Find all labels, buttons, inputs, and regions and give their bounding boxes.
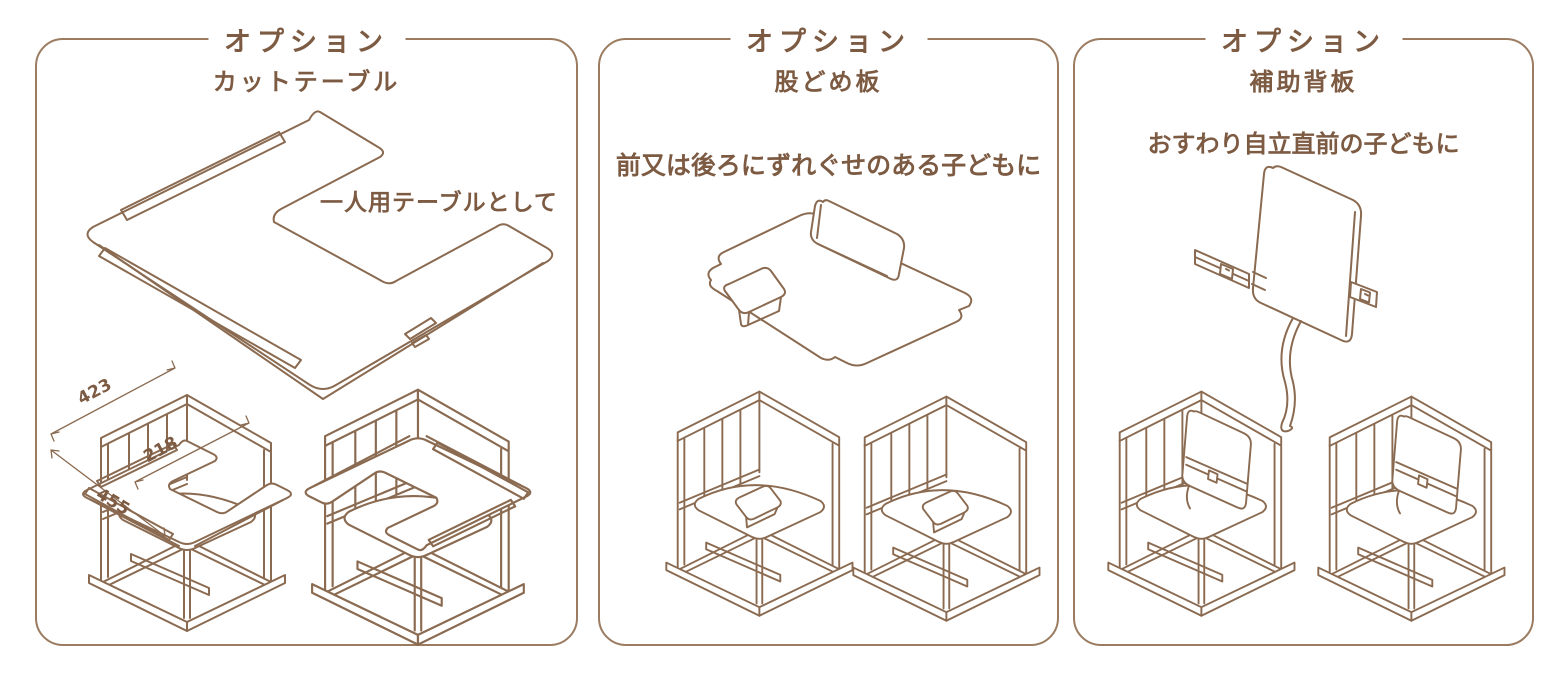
- cut-table-caption: 一人用テーブルとして: [320, 190, 558, 216]
- high-chair-with-backboard-line-art: [1107, 390, 1296, 617]
- high-chair-with-crotch-guard-line-art: [852, 395, 1041, 622]
- high-chair-with-crotch-guard-line-art: [665, 390, 854, 617]
- cut-table-illustration: [50, 110, 554, 646]
- cut-table-line-art: [86, 110, 554, 400]
- crotch-guard-illustration: [665, 199, 1041, 622]
- panel-tag: オプション: [208, 20, 405, 59]
- dimension-lines: [50, 360, 250, 537]
- backboard-note: おすわり自立直前の子どもに: [1147, 130, 1460, 158]
- panel-title: カットテーブル: [212, 68, 401, 96]
- support-backboard-with-strap-line-art: [1194, 165, 1378, 433]
- panel-title: 補助背板: [1249, 68, 1358, 96]
- high-chair-with-cut-table-line-art: [304, 388, 532, 646]
- option-panel-backboard: オプション 補助背板 おすわり自立直前の子どもに: [1073, 20, 1534, 646]
- crotch-guard-note: 前又は後ろにずれぐせのある子どもに: [615, 151, 1042, 180]
- high-chair-with-backboard-line-art: [1317, 395, 1506, 622]
- panel-tag: オプション: [730, 20, 927, 59]
- option-panel-crotch-guard: オプション 股どめ板 前又は後ろにずれぐせのある子どもに: [598, 20, 1059, 646]
- panel-tag: オプション: [1205, 20, 1402, 59]
- crotch-guard-board-line-art: [707, 199, 973, 367]
- support-backboard-illustration: [1107, 165, 1506, 622]
- option-panel-cut-table: オプション カットテーブル 一人用テーブルとして 423 218 455: [35, 20, 578, 646]
- panel-title: 股どめ板: [774, 68, 883, 96]
